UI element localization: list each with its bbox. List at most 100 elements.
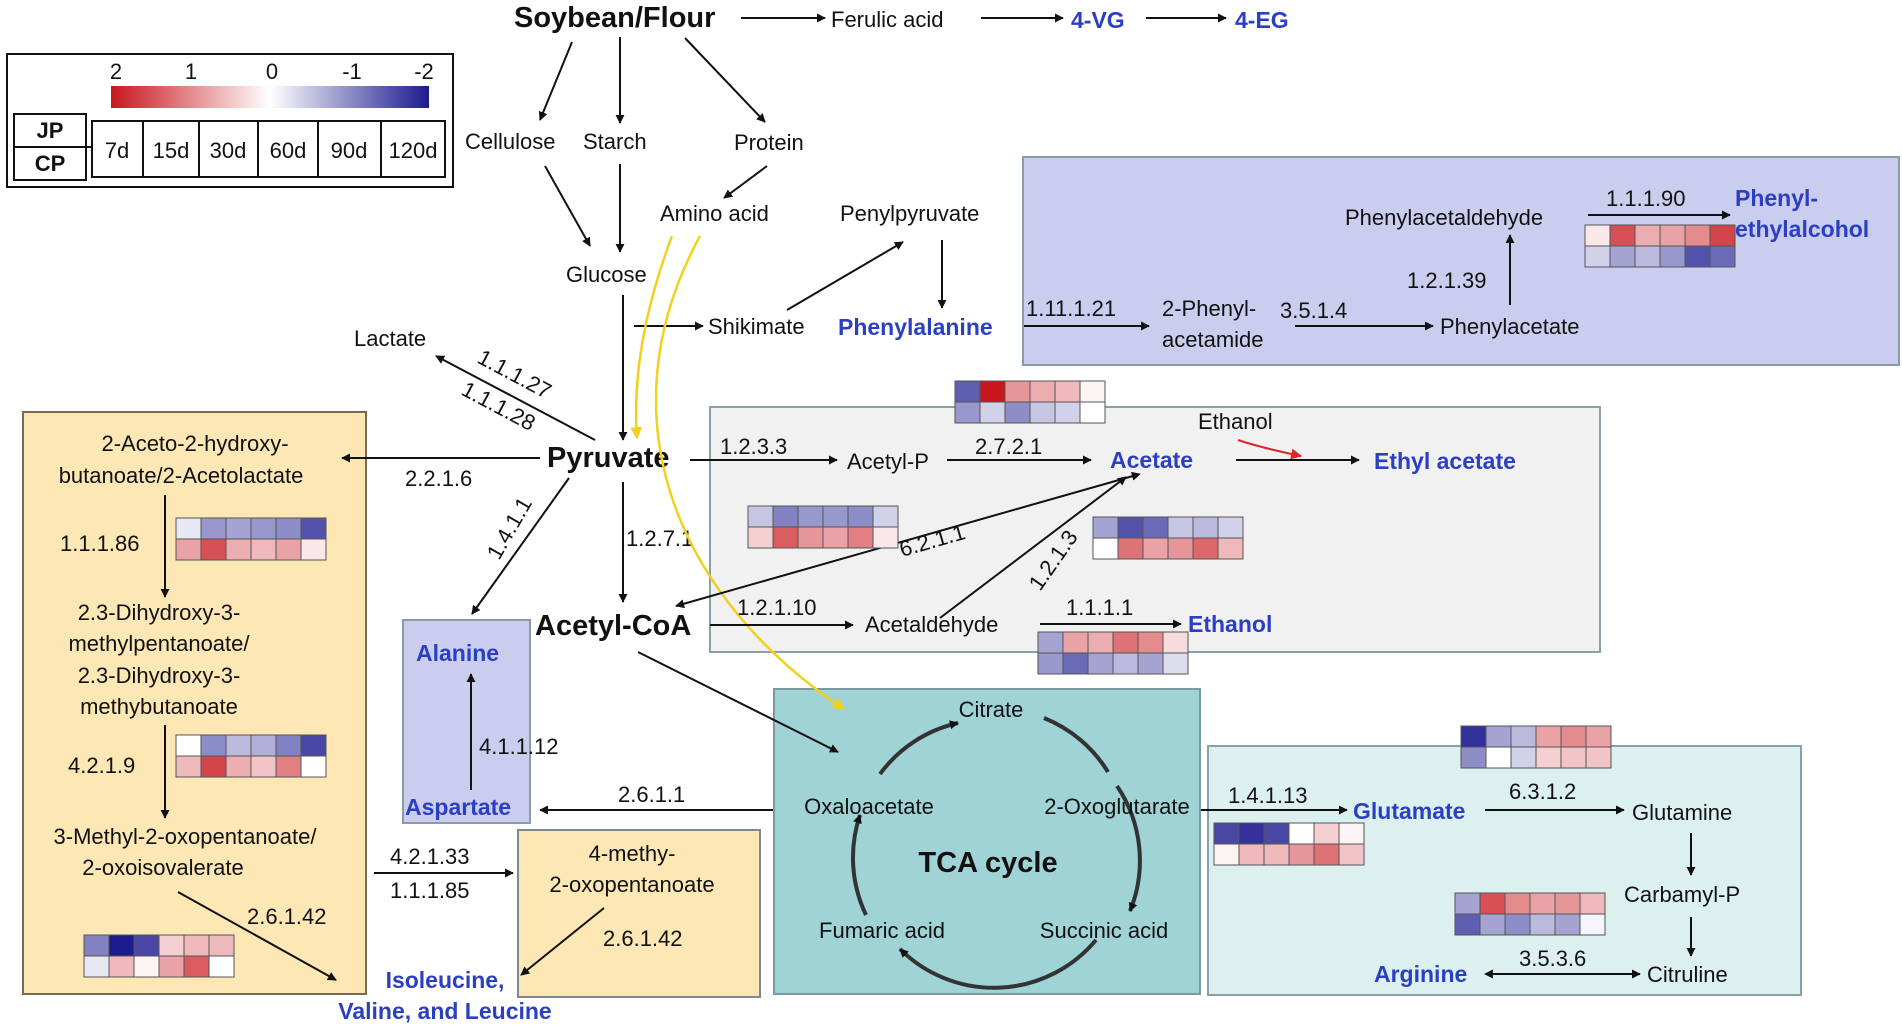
heatmap-cell xyxy=(175,755,202,778)
acetyl-p-label: Acetyl-P xyxy=(847,449,929,474)
heatmap-cell xyxy=(1659,224,1686,247)
heatmap-cell xyxy=(250,517,277,540)
phenylethylalcohol-label: Phenyl- xyxy=(1735,185,1818,211)
heatmap-cell xyxy=(847,526,874,549)
heatmap-cell xyxy=(1192,537,1219,560)
phenylacetamide-label: acetamide xyxy=(1162,327,1264,352)
ec-label: 2.2.1.6 xyxy=(405,466,472,491)
heatmap-cell xyxy=(1263,843,1290,866)
glucose-label: Glucose xyxy=(566,262,647,287)
heatmap-cell xyxy=(747,505,774,528)
heatmap-phenylethanol xyxy=(1584,224,1736,268)
ec-label: 1.2.1.39 xyxy=(1407,268,1487,293)
scale-tick-label: 1 xyxy=(185,59,197,84)
heatmap-cell xyxy=(1079,401,1106,424)
heatmap-cell xyxy=(1142,516,1169,539)
heatmap-cell xyxy=(1238,822,1265,845)
ethyl-acetate-label: Ethyl acetate xyxy=(1374,448,1516,474)
phenylacetamide-label: 2-Phenyl- xyxy=(1162,296,1256,321)
ec-label: 6.3.1.2 xyxy=(1509,779,1576,804)
heatmap-cell xyxy=(1313,822,1340,845)
phenylalanine-pathway-box xyxy=(1022,156,1900,366)
heatmap-cell xyxy=(1585,725,1612,748)
heatmap-cell xyxy=(1634,224,1661,247)
heatmap-cell xyxy=(1504,892,1531,915)
heatmap-cell xyxy=(275,538,302,561)
heatmap-cell xyxy=(1029,401,1056,424)
timepoint-label: 15d xyxy=(153,138,190,163)
heatmap-cell xyxy=(1535,725,1562,748)
heatmap-bcaa-transaminase xyxy=(83,934,235,978)
ec-label: 2.6.1.1 xyxy=(618,782,685,807)
heatmap-cell xyxy=(872,526,899,549)
legend: 2 1 0 -1 -2 JP CP 7d 15d 30d 60d 90d 120… xyxy=(6,53,454,188)
acetohydroxybutanoate-label: 2-Aceto-2-hydroxy- xyxy=(101,431,288,456)
heatmap-cell xyxy=(1142,537,1169,560)
heatmap-cell xyxy=(1579,913,1606,936)
ec-label: 1.1.1.90 xyxy=(1606,186,1686,211)
acetaldehyde-label: Acetaldehyde xyxy=(865,612,998,637)
timepoint-label: 120d xyxy=(389,138,438,163)
tca-cycle-title: TCA cycle xyxy=(918,847,1057,879)
ec-label: 2.6.1.42 xyxy=(603,926,683,951)
heatmap-cell xyxy=(1529,892,1556,915)
ec-label: 1.4.1.13 xyxy=(1228,783,1308,808)
heatmap-cell xyxy=(200,755,227,778)
heatmap-cell xyxy=(1004,380,1031,403)
ec-label: 2.7.2.1 xyxy=(975,434,1042,459)
oxopentanoate-box xyxy=(517,829,761,998)
heatmap-cell xyxy=(1479,892,1506,915)
heatmap-cell xyxy=(1217,516,1244,539)
glutamate-pathway-box xyxy=(1207,745,1802,996)
oxoglutarate-label: 2-Oxoglutarate xyxy=(1044,794,1190,819)
oxaloacetate-label: Oxaloacetate xyxy=(804,794,934,819)
heatmap-cell xyxy=(1054,380,1081,403)
heatmap-cell xyxy=(1117,537,1144,560)
heatmap-cell xyxy=(1479,913,1506,936)
heatmap-cell xyxy=(1584,245,1611,268)
succinic-acid-label: Succinic acid xyxy=(1040,918,1168,943)
aspartate-label: Aspartate xyxy=(405,794,511,820)
acetyl-coa-label: Acetyl-CoA xyxy=(535,610,691,642)
phenylacetaldehyde-label: Phenylacetaldehyde xyxy=(1345,205,1543,230)
methyl-oxopentanoate-label: 2-oxoisovalerate xyxy=(82,855,243,880)
heatmap-cell xyxy=(1112,652,1139,675)
acetate-label: Acetate xyxy=(1110,447,1193,473)
dihydroxy-label: 2.3-Dihydroxy-3- xyxy=(78,663,241,688)
heatmap-cell xyxy=(954,380,981,403)
heatmap-cell xyxy=(225,538,252,561)
heatmap-cell xyxy=(1560,746,1587,769)
heatmap-cell xyxy=(1460,725,1487,748)
heatmap-cell xyxy=(1460,746,1487,769)
heatmap-glutamate-dehydrogenase xyxy=(1213,822,1365,866)
pyruvate-label: Pyruvate xyxy=(547,442,670,474)
heatmap-cell xyxy=(1004,401,1031,424)
heatmap-cell xyxy=(1167,516,1194,539)
heatmap-cell xyxy=(1560,725,1587,748)
dihydroxy-label: 2.3-Dihydroxy-3- xyxy=(78,600,241,625)
phenylacetate-label: Phenylacetate xyxy=(1440,314,1579,339)
soybean-flour-label: Soybean/Flour xyxy=(514,2,715,34)
heatmap-cell xyxy=(1192,516,1219,539)
scale-tick-label: -1 xyxy=(342,59,362,84)
heatmap-cell xyxy=(1263,822,1290,845)
heatmap-cell xyxy=(1092,537,1119,560)
heatmap-cell xyxy=(225,517,252,540)
ethanol-label: Ethanol xyxy=(1188,611,1272,637)
ec-label: 1.4.1.1 xyxy=(482,493,537,564)
heatmap-alcohol-dehydrogenase xyxy=(1037,631,1189,675)
glutamine-label: Glutamine xyxy=(1632,800,1732,825)
heatmap-cell xyxy=(1029,380,1056,403)
ec-label: 1.11.1.21 xyxy=(1026,296,1116,321)
legend-row-jp: JP xyxy=(37,118,64,143)
fumaric-acid-label: Fumaric acid xyxy=(819,918,945,943)
heatmap-cell xyxy=(208,934,235,957)
color-scale-bar xyxy=(111,86,429,108)
arginine-label: Arginine xyxy=(1374,961,1467,987)
timepoint-label: 90d xyxy=(331,138,368,163)
heatmap-cell xyxy=(200,517,227,540)
heatmap-cell xyxy=(772,505,799,528)
ec-label: 1.1.1.86 xyxy=(60,531,140,556)
heatmap-cell xyxy=(797,526,824,549)
heatmap-cell xyxy=(1609,224,1636,247)
